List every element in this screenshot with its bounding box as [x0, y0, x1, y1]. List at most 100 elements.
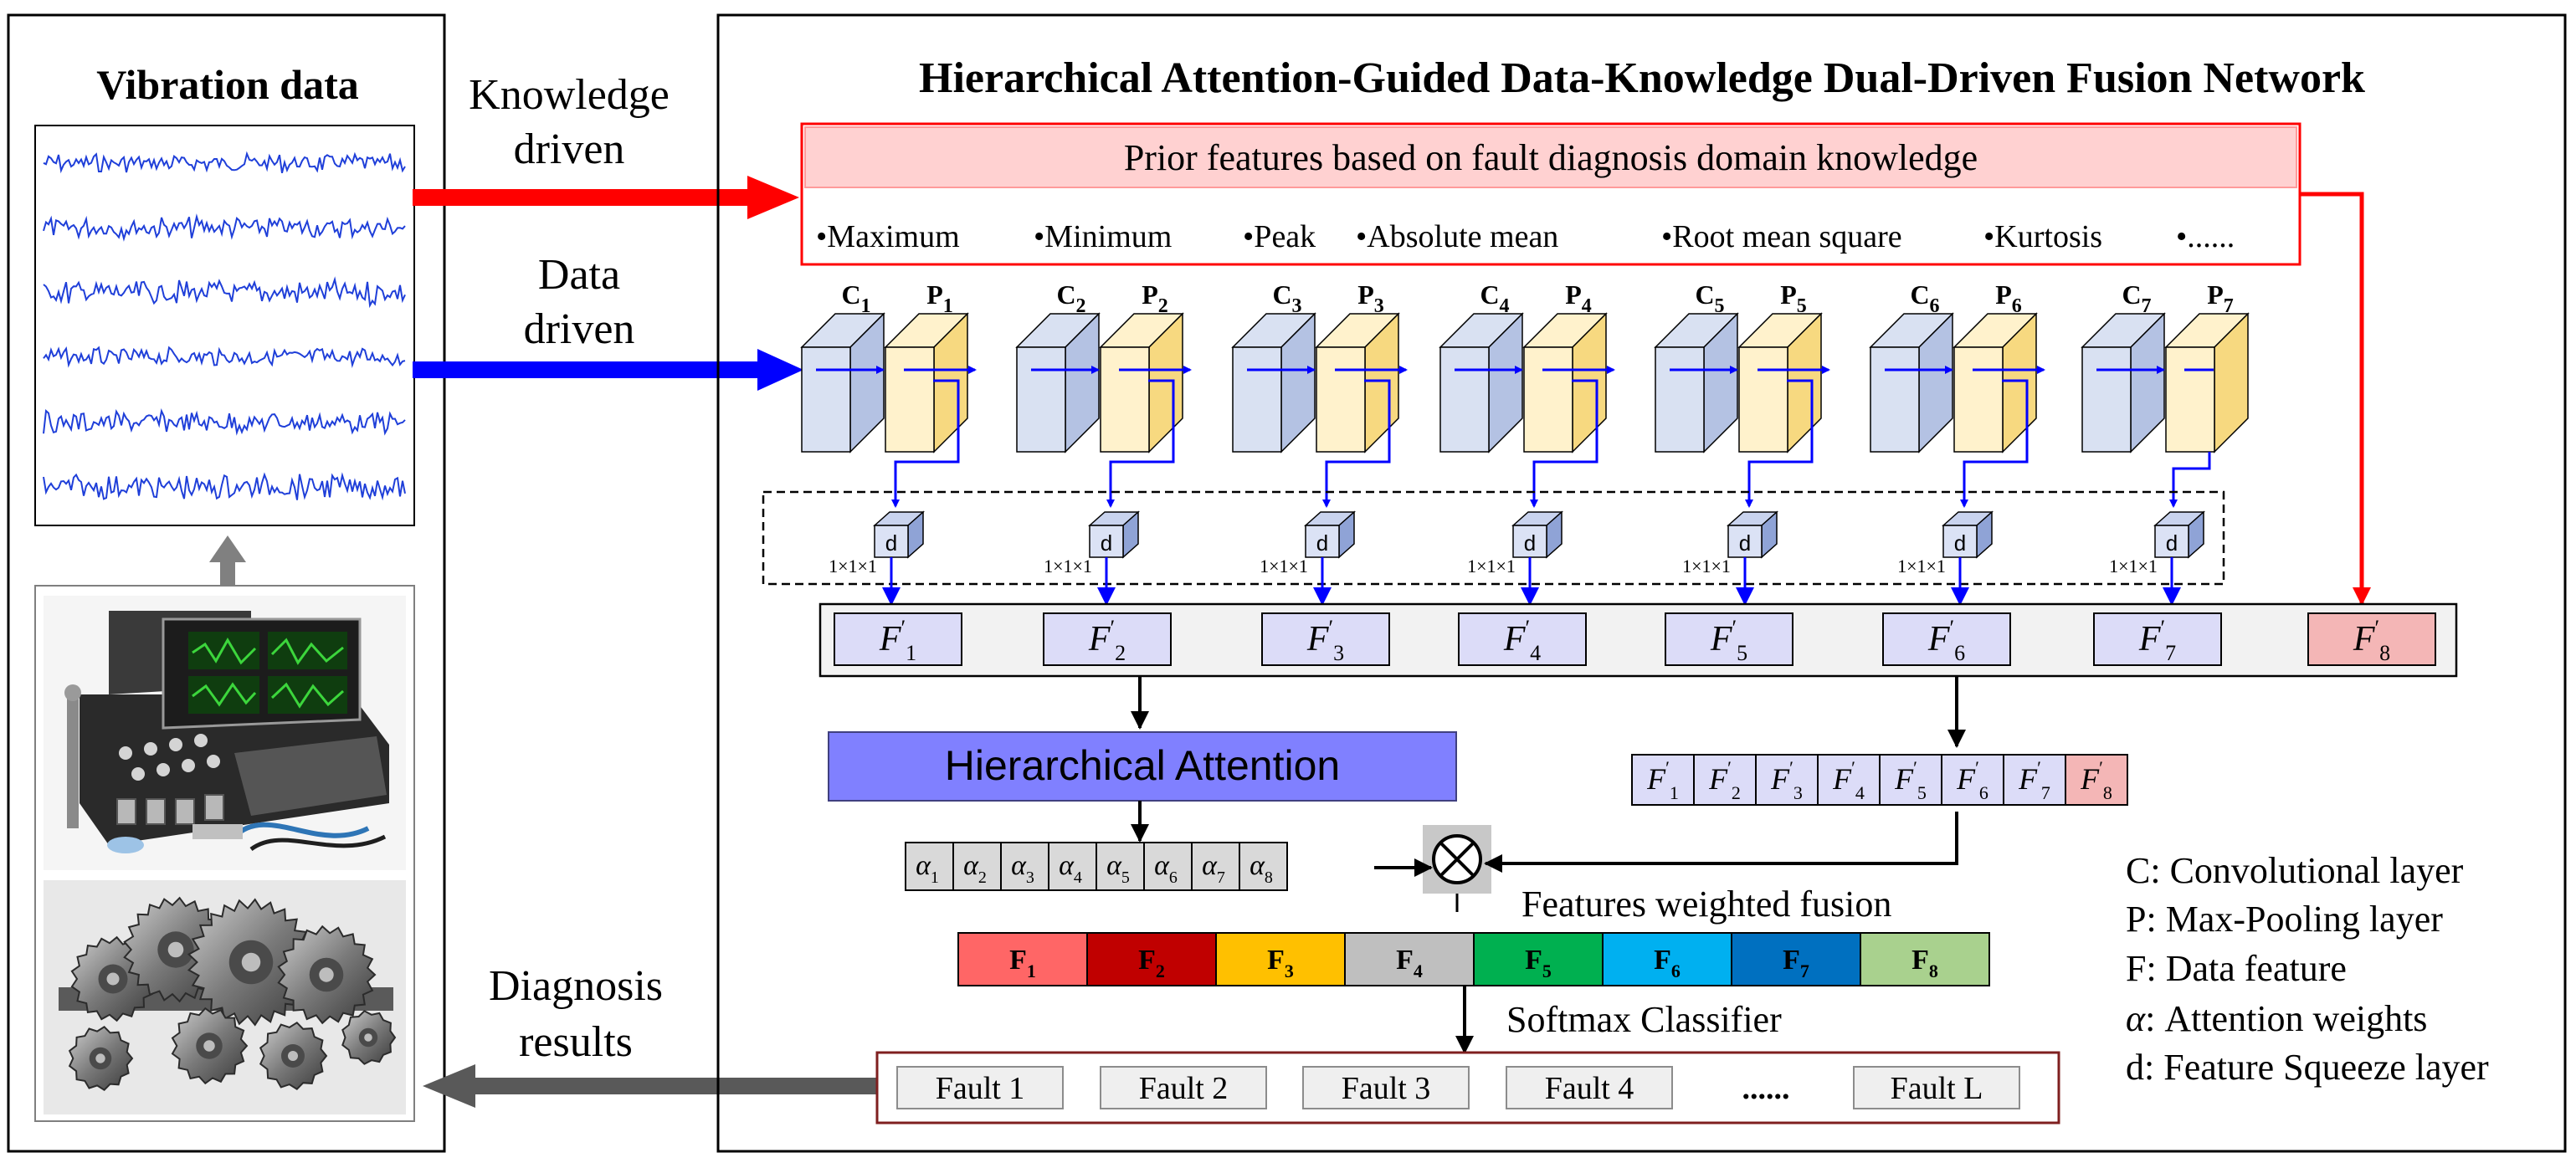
attention-weight-label: α7: [1202, 850, 1225, 887]
squeeze-kernel-label: 1×1×1: [1044, 556, 1092, 576]
prior-feature-item: •Kurtosis: [1983, 219, 2102, 254]
attention-weight-label: α3: [1011, 850, 1034, 887]
fused-feature-label: F8: [1911, 945, 1938, 981]
attention-weight-cell: α8: [1239, 842, 1288, 891]
legend-item: α: Attention weights: [2126, 998, 2427, 1039]
concat-feature-label: F′3: [1770, 757, 1803, 803]
squeeze-kernel-label: 1×1×1: [829, 556, 877, 576]
fused-feature-cell: F5: [1473, 932, 1604, 986]
block-to-squeeze-arrow: [891, 379, 960, 508]
attention-weight-label: α4: [1059, 850, 1082, 887]
concat-feature-label: F′6: [1956, 757, 1988, 803]
vibration-waveform: [43, 276, 406, 309]
squeeze-kernel-label: 1×1×1: [1467, 556, 1516, 576]
conv-layer-cube: [1869, 312, 1954, 453]
fault-class-label: Fault 1: [936, 1071, 1025, 1106]
attention-weight-label: α2: [963, 850, 987, 887]
feature-squeeze-cube: d: [2153, 510, 2205, 559]
svg-text:driven: driven: [524, 305, 635, 353]
prior-feature-item: •......: [2176, 219, 2235, 254]
prior-feature-item: •Absolute mean: [1356, 219, 1558, 254]
feature-label: F′8: [2353, 616, 2390, 665]
fused-feature-label: F3: [1267, 945, 1294, 981]
conv-layer-cube: [2081, 312, 2166, 453]
squeeze-kernel-label: 1×1×1: [1897, 556, 1946, 576]
pool-layer-cube: [1315, 312, 1400, 453]
prior-feature-box: F′8: [2307, 612, 2436, 666]
conv-layer-cube: [800, 312, 885, 453]
conv-pool-block: C2 P2: [1015, 279, 1184, 453]
concat-feature-label: F′7: [2018, 757, 2050, 803]
fused-feature-cell: F8: [1860, 932, 1990, 986]
attention-weight-cell: α3: [1000, 842, 1049, 891]
attention-weight-cell: α2: [952, 842, 1002, 891]
feature-label: F′5: [1710, 616, 1747, 665]
fused-feature-label: F4: [1396, 945, 1423, 981]
pool-layer-label: P2: [1142, 279, 1168, 317]
feature-label: F′4: [1503, 616, 1541, 665]
fault-class-box: Fault L: [1853, 1066, 2020, 1109]
concat-feature-cell: F′2: [1693, 754, 1757, 806]
concat-feature-label: F′4: [1832, 757, 1865, 803]
attention-weight-cell: α4: [1048, 842, 1097, 891]
weighted-fusion-label: Features weighted fusion: [1521, 884, 1891, 925]
pool-layer-cube: [884, 312, 969, 453]
fused-feature-cell: F1: [957, 932, 1088, 986]
squeeze-layer-label: d: [885, 530, 897, 556]
fused-feature-label: F2: [1138, 945, 1165, 981]
acquisition-up-arrow: [209, 535, 246, 589]
feature-label: F′2: [1088, 616, 1126, 665]
pool-layer-label: P1: [926, 279, 953, 317]
svg-text:results: results: [519, 1018, 633, 1066]
block-to-squeeze-arrow: [1745, 379, 1814, 508]
data-feature-box: F′7: [2093, 612, 2222, 666]
svg-text:Diagnosis: Diagnosis: [489, 962, 663, 1010]
knowledge-driven-label: Knowledge driven: [469, 71, 670, 173]
feature-squeeze-layers: d1×1×1d1×1×1d1×1×1d1×1×1d1×1×1d1×1×1d1×1…: [829, 510, 2205, 606]
concat-feature-label: F′2: [1708, 757, 1741, 803]
conv-layer-label: C5: [1695, 279, 1724, 317]
diagnosis-results-label: Diagnosis results: [489, 962, 663, 1066]
fault-class-label: Fault 3: [1342, 1071, 1431, 1106]
concat-feature-cell: F′4: [1817, 754, 1881, 806]
feature-label: F′3: [1306, 616, 1344, 665]
block-to-squeeze-arrow: [1106, 379, 1175, 508]
fused-feature-label: F5: [1525, 945, 1552, 981]
feature-label: F′6: [1927, 616, 1965, 665]
fused-feature-cell: F3: [1215, 932, 1346, 986]
data-feature-box: F′6: [1882, 612, 2011, 666]
squeeze-layer-label: d: [2166, 530, 2178, 556]
fused-feature-cell: F6: [1602, 932, 1732, 986]
attention-weight-cell: α1: [905, 842, 954, 891]
legend-item: C: Convolutional layer: [2126, 850, 2464, 891]
block-to-squeeze-arrow: [2169, 452, 2211, 508]
network-title: Hierarchical Attention-Guided Data-Knowl…: [919, 54, 2365, 102]
squeeze-layer-label: d: [1739, 530, 1751, 556]
data-feature-box: F′4: [1458, 612, 1587, 666]
feature-squeeze-cube: d: [873, 510, 925, 559]
data-acquisition-device-image: [44, 596, 406, 870]
network-panel: Hierarchical Attention-Guided Data-Knowl…: [716, 13, 2567, 1153]
conv-layer-label: C2: [1056, 279, 1085, 317]
fault-class-box: Fault 2: [1100, 1066, 1267, 1109]
concat-feature-cell: F′7: [2003, 754, 2066, 806]
legend-item: d: Feature Squeeze layer: [2126, 1047, 2489, 1088]
attention-weight-cell: α5: [1096, 842, 1145, 891]
fault-class-label: Fault 4: [1545, 1071, 1634, 1106]
attention-weight-cell: α7: [1191, 842, 1240, 891]
concat-feature-cell: F′1: [1631, 754, 1695, 806]
svg-text:Knowledge: Knowledge: [469, 71, 670, 119]
conv-layer-cube: [1654, 312, 1739, 453]
feature-squeeze-cube: d: [1088, 510, 1140, 559]
concat-feature-cell: F′5: [1879, 754, 1942, 806]
attention-weight-label: α1: [916, 850, 939, 887]
fault-class-box: Fault 1: [896, 1066, 1064, 1109]
